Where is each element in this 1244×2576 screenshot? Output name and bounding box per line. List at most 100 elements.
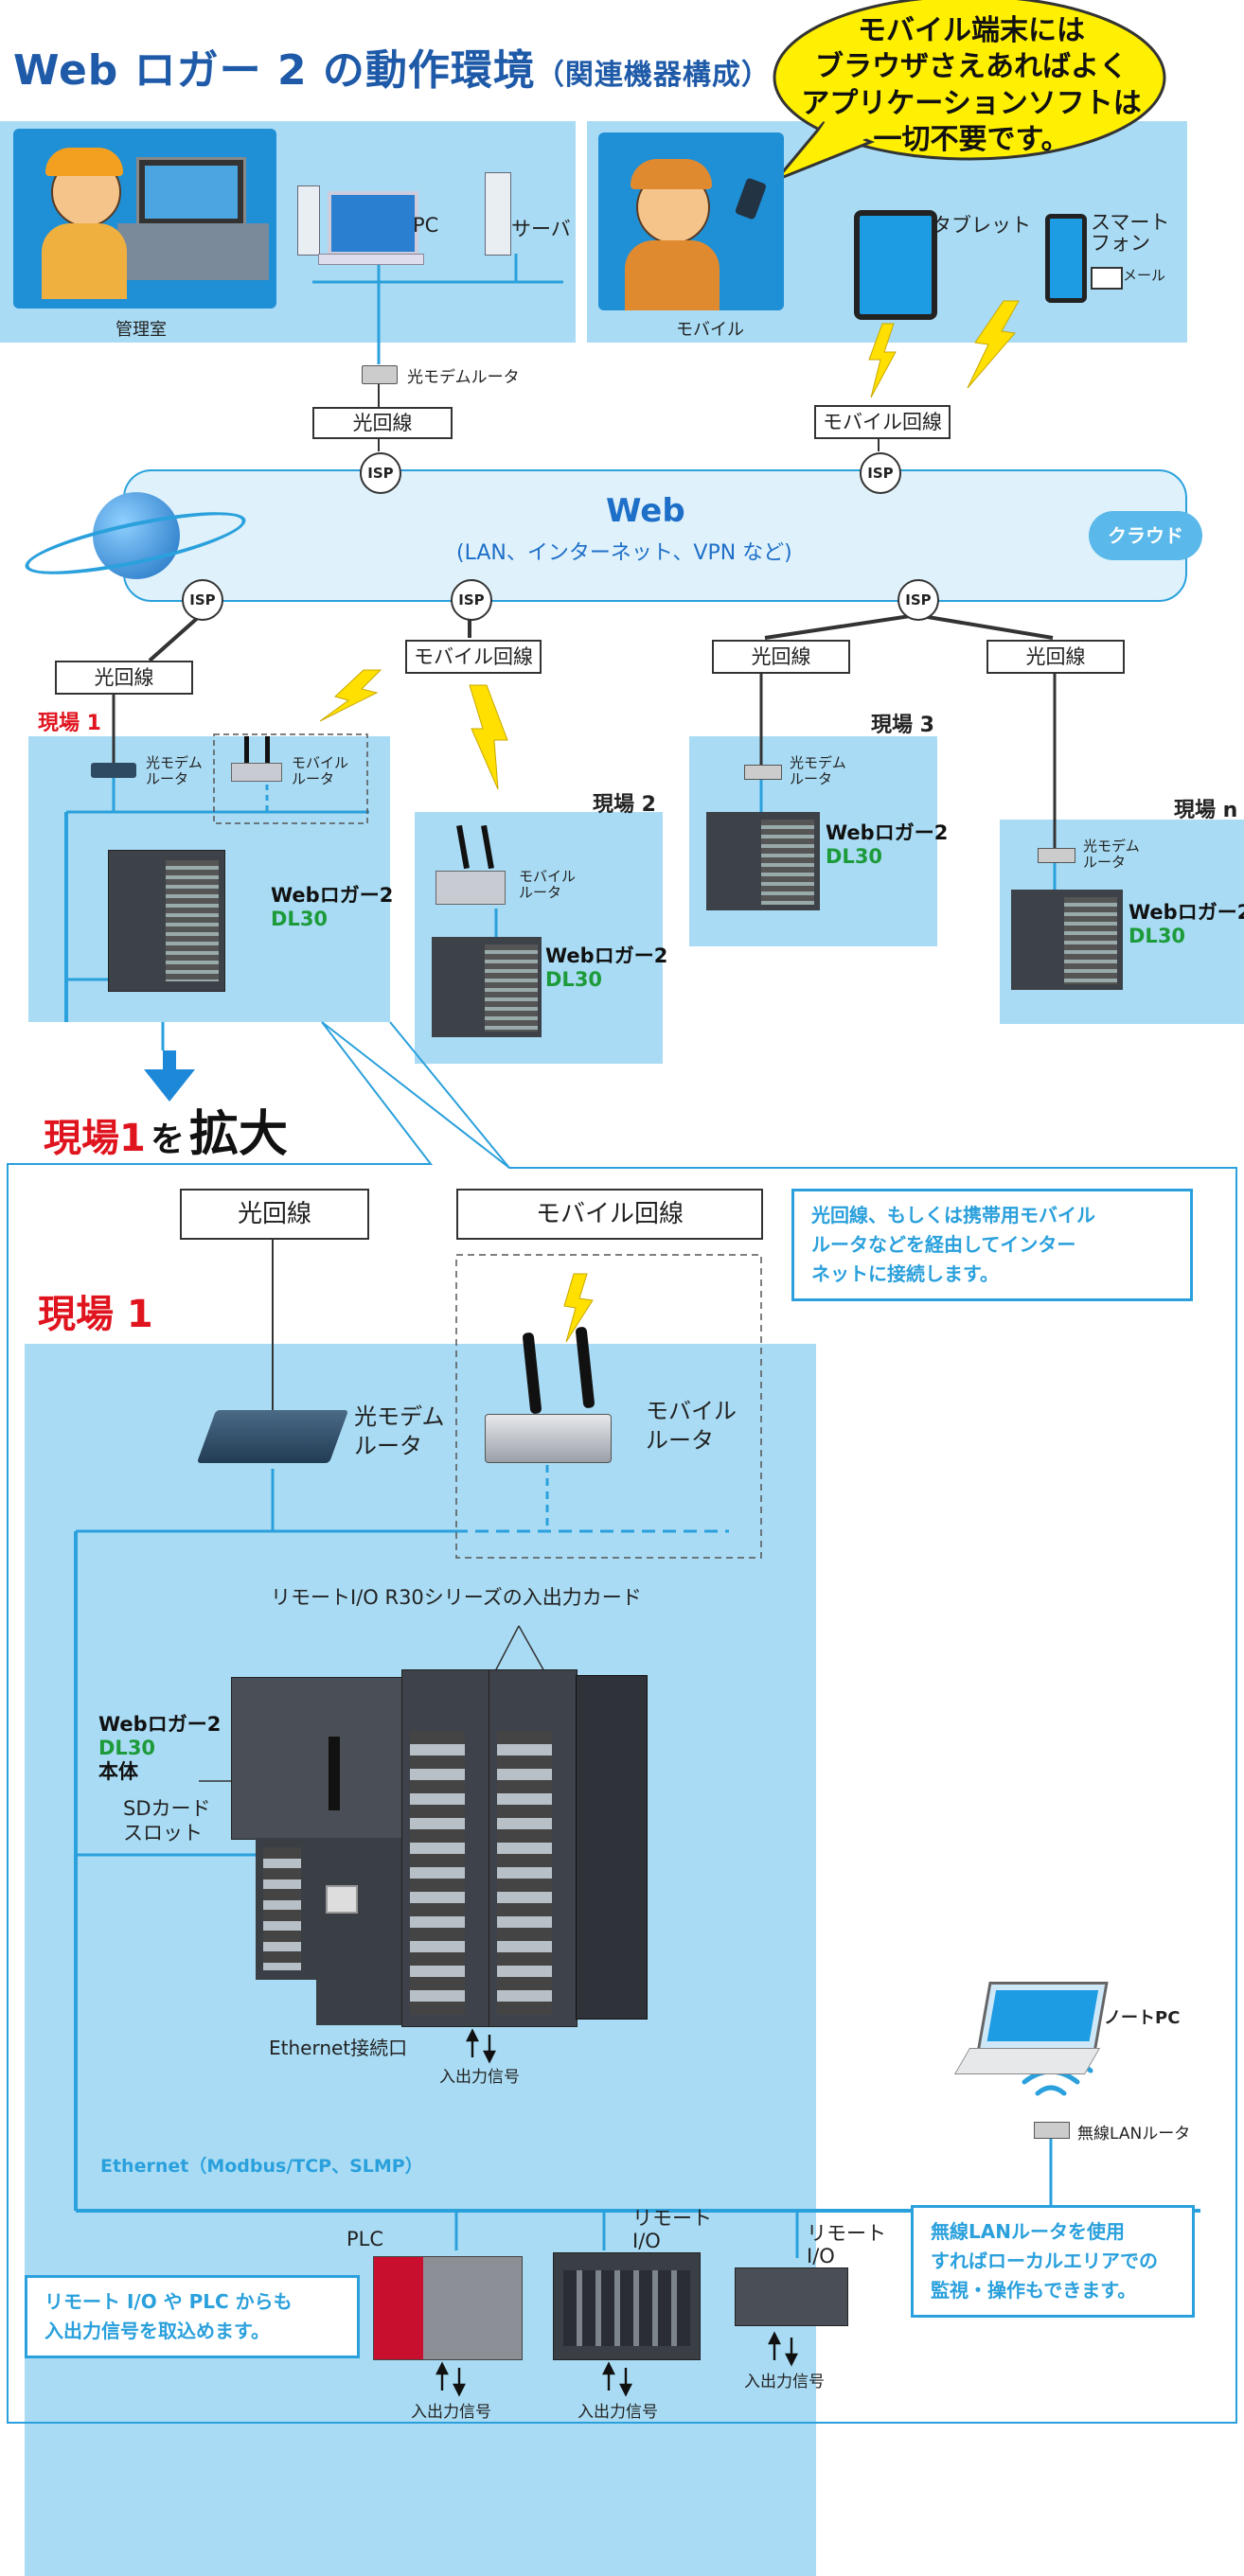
note-line: 光回線、もしくは携帯用モバイル [811,1204,1095,1226]
balloon-text: モバイル端末には ブラウザさえあればよく アプリケーションソフトは 一切不要です… [782,13,1161,159]
smartphone-label-line: スマート [1091,211,1170,234]
mobile-router-label: モバイルルータ [646,1397,737,1456]
monitor-icon [136,157,246,229]
note-connection: 光回線、もしくは携帯用モバイル ルータなどを経由してインター ネットに接続します… [791,1189,1193,1301]
console-desk [117,223,269,280]
io-signal-label: 入出力信号 [744,2373,825,2391]
modem-router-icon [362,365,398,384]
mobile-user-illustration [598,132,784,310]
optical-line-box: 光回線 [312,407,453,439]
mobile-router-icon [231,763,282,782]
label-line: ルータ [519,883,562,901]
pc-tower-icon [297,185,320,256]
site3-label: 現場 3 [871,714,934,737]
sd-card-slot-icon [329,1737,340,1810]
site1-zoom-panel-lower [25,1533,816,1635]
web-band [123,469,1187,602]
io-signal-label: 入出力信号 [439,2068,520,2087]
optical-line-box: 光回線 [180,1189,369,1240]
server-label: サーバ [511,218,571,240]
label-line: 光モデム [1083,838,1140,855]
tablet-icon [854,210,937,320]
wireless-router-icon [1034,2122,1070,2139]
worker-body [625,240,720,310]
mobile-router-label: モバイルルータ [519,869,576,900]
dl30-logger-icon [1011,890,1123,990]
balloon-line: ブラウザさえあればよく [815,50,1128,84]
mobile-line-box: モバイル回線 [814,405,951,439]
label-line: ルータ [1083,853,1127,871]
dl30-logger-icon [706,812,820,910]
label-line: モバイル [292,754,349,771]
web-subtitle: (LAN、インターネット、VPN など) [456,541,792,565]
plc-label: PLC [347,2228,384,2250]
mobile-line-box: モバイル回線 [456,1189,763,1240]
title-main: Web ロガー 2 の動作環境 [13,46,536,95]
cloud-label: クラウド [1108,524,1183,547]
io-cards-label: リモートI/O R30シリーズの入出力カード [271,1586,642,1609]
label-line: I/O [632,2230,661,2253]
isp-node: ISP [860,452,901,494]
label-line: ルータ [646,1427,714,1455]
modem-router-label: 光モデムルータ [354,1403,445,1461]
plc-icon [373,2256,523,2360]
ethernet-port-icon [326,1885,358,1914]
logger-name: Webロガー2 [826,821,949,844]
page-title: Web ロガー 2 の動作環境（関連機器構成） [13,36,771,97]
modem-router-label: 光モデムルータ [790,755,846,786]
note-line: 無線LANルータを使用 [931,2220,1125,2243]
cap-icon [631,159,712,189]
label-line: 光モデム [146,754,203,771]
smartphone-label-line: フォン [1091,232,1150,256]
modem-router-label: 光モデムルータ [407,368,520,387]
web-title: Web [606,492,685,530]
mail-label: メール [1123,267,1166,284]
mobile-router-icon [485,1414,612,1463]
title-sub: （関連機器構成） [535,59,771,92]
ethernet-port-module [316,1838,401,2025]
label-line: SDカード [123,1797,211,1820]
zoom-heading-site: 現場1 [44,1117,146,1160]
modem-router-icon [744,765,782,780]
antenna-icon [265,736,270,763]
note-line: ネットに接続します。 [811,1262,999,1285]
modem-router-label: 光モデムルータ [1083,838,1140,870]
remote-io-icon [553,2252,701,2360]
zoom-site1-label: 現場 1 [38,1293,153,1336]
site1-label: 現場 1 [38,712,101,735]
siten-label: 現場 n [1174,799,1238,822]
label-line: 光モデム [354,1403,445,1430]
label-line: リモート [807,2222,886,2245]
isp-node: ISP [182,579,223,621]
terminal-block [256,1838,318,1980]
mobile-router-icon [435,871,506,905]
logger-name: Webロガー2 [271,884,394,907]
logger-name: Webロガー2 [545,944,668,967]
phone-in-hand-icon [734,177,768,221]
zoom-heading: 現場1 を 拡大 [44,1094,288,1165]
modem-router-label: 光モデムルータ [146,755,203,786]
note-line: ルータなどを経由してインター [811,1233,1076,1256]
logger-model: DL30 [1128,925,1186,948]
balloon-line: 一切不要です。 [873,123,1070,157]
label-line: I/O [807,2245,835,2268]
ethernet-port-label: Ethernet接続口 [269,2037,408,2059]
io-signal-label: 入出力信号 [411,2403,491,2422]
note-line: すればローカルエリアでの [931,2250,1158,2272]
logger-model: DL30 [98,1737,156,1760]
note-wireless: 無線LANルータを使用 すればローカルエリアでの 監視・操作もできます。 [911,2205,1195,2318]
label-line: スロット [123,1822,203,1845]
label-line: ルータ [292,769,335,787]
control-room-illustration [13,129,276,309]
smartphone-icon [1045,214,1087,303]
io-card-side [576,1675,648,2020]
note-remote-io: リモート I/O や PLC からも 入出力信号を取込めます。 [25,2275,360,2358]
antenna-icon [244,736,249,763]
dl30-main-unit [231,1677,403,1840]
notebook-keyboard [953,2048,1101,2074]
